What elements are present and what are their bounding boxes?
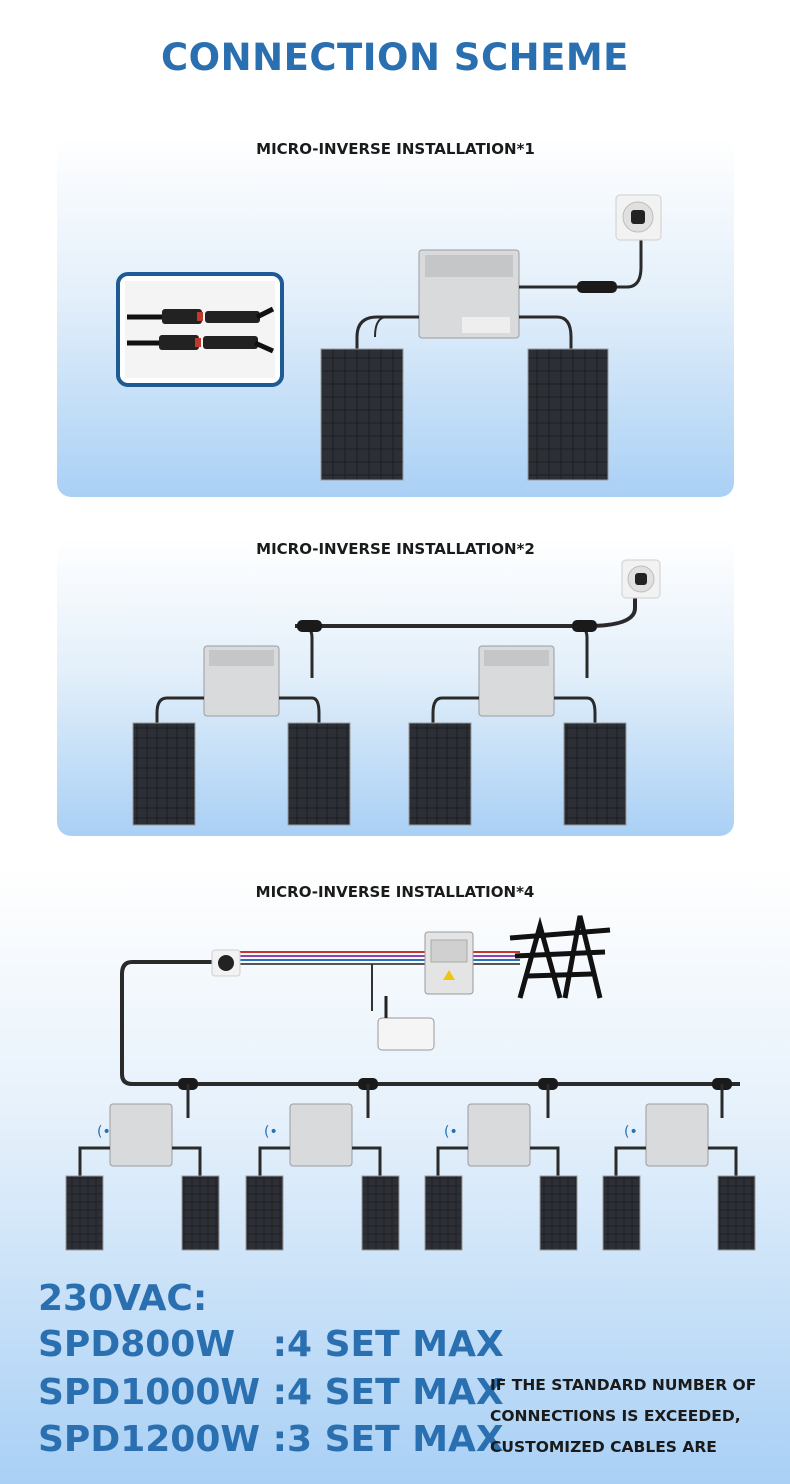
solar-panel (563, 722, 627, 826)
solar-panel-right (527, 348, 609, 481)
micro-inverter (418, 249, 520, 339)
spec-row-800w: SPD800W :4 SET MAX (38, 1324, 504, 1365)
inverter-set-3: (• (424, 1084, 578, 1251)
installation-4-title: MICRO-INVERSE INSTALLATION*4 (255, 883, 535, 901)
inverter-set-2: (• (245, 1084, 400, 1251)
wall-socket-icon (621, 559, 661, 599)
installation-2-panel: MICRO-INVERSE INSTALLATION*2 (57, 538, 734, 836)
voltage-label: 230VAC: (38, 1278, 208, 1319)
wifi-gateway (371, 964, 435, 1051)
mc4-connector-inset (116, 272, 284, 387)
installation-4-panel: MICRO-INVERSE INSTALLATION*4 (0, 866, 790, 1484)
installation-2-diagram (132, 559, 661, 826)
inverter-set-1: (• (65, 1084, 220, 1251)
solar-panel (132, 722, 196, 826)
spec-row-1200w: SPD1200W :3 SET MAX (38, 1419, 504, 1460)
distribution-box (424, 931, 474, 995)
solar-panel (287, 722, 351, 826)
micro-inverter (203, 645, 280, 717)
wall-socket-icon (211, 949, 241, 977)
note-line-1: IF THE STANDARD NUMBER OF (490, 1376, 757, 1394)
installation-1-panel: MICRO-INVERSE INSTALLATION*1 (57, 137, 734, 497)
installation-1-diagram (116, 194, 662, 481)
wall-socket-icon (615, 194, 662, 241)
installation-2-title: MICRO-INVERSE INSTALLATION*2 (256, 540, 535, 558)
micro-inverter (478, 645, 555, 717)
installation-1-title: MICRO-INVERSE INSTALLATION*1 (256, 140, 535, 158)
svg-text:(•: (• (97, 1124, 111, 1140)
note-line-3: CUSTOMIZED CABLES ARE (490, 1438, 717, 1456)
solar-panel (408, 722, 472, 826)
note-line-2: CONNECTIONS IS EXCEEDED, (490, 1407, 741, 1425)
inverter-set-4: (• (602, 1084, 756, 1251)
svg-text:(•: (• (624, 1124, 638, 1140)
spec-row-1000w: SPD1000W :4 SET MAX (38, 1372, 504, 1413)
page-title: CONNECTION SCHEME (161, 36, 629, 79)
svg-text:(•: (• (444, 1124, 458, 1140)
power-tower-icon (509, 915, 611, 999)
solar-panel-left (320, 348, 404, 481)
installation-4-diagram: (• (• (• (• (65, 915, 756, 1251)
svg-text:(•: (• (264, 1124, 278, 1140)
